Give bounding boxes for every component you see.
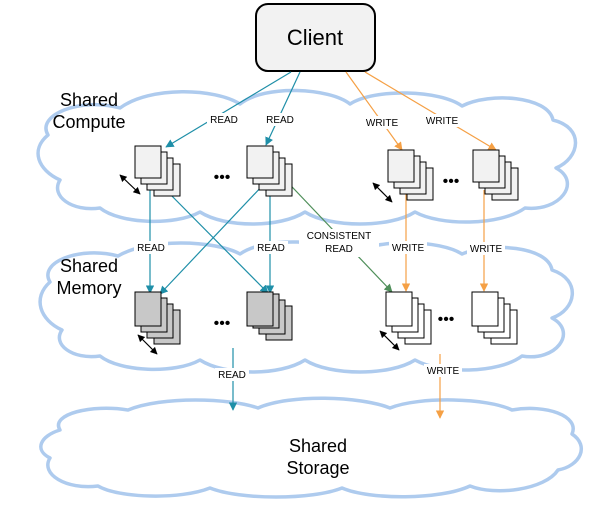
- compute-node-stack-2: [246, 145, 293, 197]
- client-box: Client: [255, 3, 376, 72]
- memory-node-stack-3: [385, 291, 432, 345]
- replication-arrow-compute-2: [372, 182, 393, 203]
- ellipsis-memory-read: •••: [214, 315, 231, 332]
- replication-arrow-compute-1: [119, 174, 141, 195]
- memory-node-stack-2: [246, 291, 293, 341]
- compute-node-stack-4: [472, 149, 519, 201]
- write-label-memory-2: WRITE: [470, 244, 503, 255]
- read-label-storage: READ: [218, 370, 246, 381]
- memory-node-stack-4: [471, 291, 518, 345]
- shared-storage-cloud: [39, 396, 584, 499]
- read-arrow-client-to-compute-2: [265, 71, 301, 146]
- replication-arrow-memory-1: [137, 334, 158, 355]
- replication-arrow-memory-2: [379, 330, 400, 351]
- ellipsis-compute-read: •••: [214, 169, 231, 186]
- read-label-memory-2: READ: [257, 243, 285, 254]
- shared-memory-cloud: [38, 240, 574, 374]
- read-arrow-compute-to-memory-3: [159, 183, 265, 295]
- read-arrow-compute-to-memory-2: [159, 183, 269, 294]
- compute-node-stack-1: [134, 145, 181, 197]
- ellipsis-compute-write: •••: [443, 173, 460, 190]
- ellipsis-memory-write: •••: [438, 311, 455, 328]
- compute-node-stack-3: [387, 149, 434, 201]
- shared-compute-cloud: [36, 88, 578, 226]
- read-label-client-1: READ: [210, 115, 238, 126]
- read-label-client-2: READ: [266, 115, 294, 126]
- client-label: Client: [287, 25, 343, 50]
- write-arrow-client-to-compute-2: [364, 71, 497, 151]
- write-arrow-client-to-compute-1: [345, 71, 403, 151]
- read-arrow-client-to-compute-1: [165, 71, 292, 148]
- memory-node-stack-1: [134, 291, 181, 345]
- read-label-memory-1: READ: [137, 243, 165, 254]
- write-label-memory-1: WRITE: [392, 243, 425, 254]
- write-label-client-2: WRITE: [426, 116, 459, 127]
- write-label-storage: WRITE: [427, 366, 460, 377]
- write-label-client-1: WRITE: [366, 118, 399, 129]
